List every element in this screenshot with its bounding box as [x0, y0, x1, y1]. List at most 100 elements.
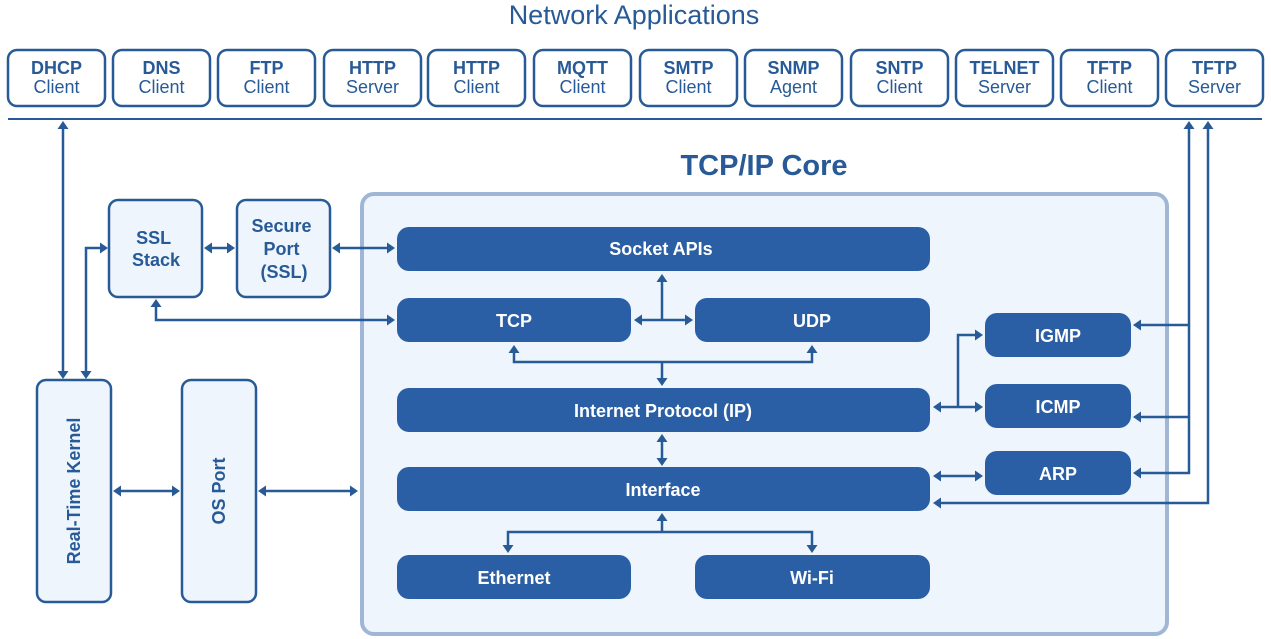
app-name-3: HTTP: [349, 58, 396, 78]
igmp-block: IGMP: [985, 313, 1131, 357]
arrowhead: [656, 378, 668, 386]
svg-text:SSL Stack: SSL Stack: [132, 228, 181, 270]
ssl-stack-label-2: Stack: [132, 250, 181, 270]
arrowhead: [1133, 319, 1141, 331]
arrowhead: [1133, 467, 1141, 479]
arrowhead: [508, 345, 520, 353]
ssl-tcp-connector: [154, 306, 388, 322]
arrowhead: [975, 329, 983, 341]
app-name-8: SNTP: [875, 58, 923, 78]
arrowhead: [258, 485, 266, 497]
application-row: DHCPClientDNSClientFTPClientHTTPServerHT…: [6, 48, 1265, 108]
app-name-5: MQTT: [557, 58, 608, 78]
secure-port-label-1: Secure: [251, 216, 311, 236]
udp-label: UDP: [793, 311, 831, 331]
tftp-interface-connector: [940, 128, 1210, 505]
app-role-2: Client: [243, 77, 289, 97]
arrowhead: [80, 371, 92, 379]
app-role-11: Server: [1188, 77, 1241, 97]
tcpip-core-title: TCP/IP Core: [680, 150, 847, 182]
arrowhead: [113, 485, 121, 497]
real-time-kernel-box: Real-Time Kernel: [35, 378, 113, 604]
link-layer-bus: [506, 530, 814, 546]
app-role-9: Server: [978, 77, 1031, 97]
app-name-2: FTP: [250, 58, 284, 78]
arrowhead: [806, 545, 818, 553]
arrowhead: [387, 314, 395, 326]
app-role-7: Agent: [770, 77, 817, 97]
internet-protocol-label: Internet Protocol (IP): [574, 401, 752, 421]
arrowhead: [100, 242, 108, 254]
secure-port-box: Secure Port (SSL): [235, 198, 332, 299]
wifi-label: Wi-Fi: [790, 568, 834, 588]
udp-block: UDP: [695, 298, 930, 342]
ethernet-label: Ethernet: [477, 568, 550, 588]
app-role-0: Client: [33, 77, 79, 97]
secure-port-label-3: (SSL): [261, 262, 308, 282]
app-role-6: Client: [665, 77, 711, 97]
arrowhead: [656, 513, 668, 521]
tcp-block: TCP: [397, 298, 631, 342]
socket-apis-block: Socket APIs: [397, 227, 930, 271]
arrowhead: [933, 470, 941, 482]
svg-text:Secure Port (SSL): Secure Port (SSL): [251, 216, 316, 282]
connector-lines: [57, 121, 1214, 553]
arrowhead: [933, 497, 941, 509]
app-role-8: Client: [876, 77, 922, 97]
arrowhead: [387, 242, 395, 254]
arrowhead: [172, 485, 180, 497]
ssl-stack-box: SSL Stack: [107, 198, 204, 299]
arrowhead: [1202, 121, 1214, 129]
arp-label: ARP: [1039, 464, 1077, 484]
interface-block: Interface: [397, 467, 930, 511]
tcp-label: TCP: [496, 311, 532, 331]
wifi-block: Wi-Fi: [695, 555, 930, 599]
network-applications-title: Network Applications: [509, 0, 760, 30]
app-name-4: HTTP: [453, 58, 500, 78]
arrowhead: [204, 242, 212, 254]
arrowhead: [502, 545, 514, 553]
arrowhead: [634, 314, 642, 326]
interface-label: Interface: [625, 480, 700, 500]
app-name-0: DHCP: [31, 58, 82, 78]
arrowhead: [975, 401, 983, 413]
arrowhead: [975, 470, 983, 482]
ssl-stack-label-1: SSL: [136, 228, 171, 248]
app-role-1: Client: [138, 77, 184, 97]
app-name-1: DNS: [142, 58, 180, 78]
arrowhead: [1183, 121, 1195, 129]
icmp-block: ICMP: [985, 384, 1131, 428]
igmp-label: IGMP: [1035, 326, 1081, 346]
app-name-7: SNMP: [767, 58, 819, 78]
secure-port-label-2: Port: [263, 239, 299, 259]
arrowhead: [227, 242, 235, 254]
arrowhead: [656, 458, 668, 466]
icmp-label: ICMP: [1036, 397, 1081, 417]
arp-block: ARP: [985, 451, 1131, 495]
arrowhead: [57, 371, 69, 379]
os-port-label: OS Port: [209, 457, 229, 524]
socket-apis-label: Socket APIs: [609, 239, 712, 259]
arrowhead: [150, 299, 162, 307]
arrowhead: [57, 121, 69, 129]
arrowhead: [933, 401, 941, 413]
app-name-11: TFTP: [1192, 58, 1237, 78]
tftp-arp-connector: [1140, 128, 1191, 475]
ip-igmp-connector: [956, 333, 976, 407]
arrowhead: [332, 242, 340, 254]
app-name-9: TELNET: [970, 58, 1040, 78]
arrowhead: [685, 314, 693, 326]
arrowhead: [656, 434, 668, 442]
